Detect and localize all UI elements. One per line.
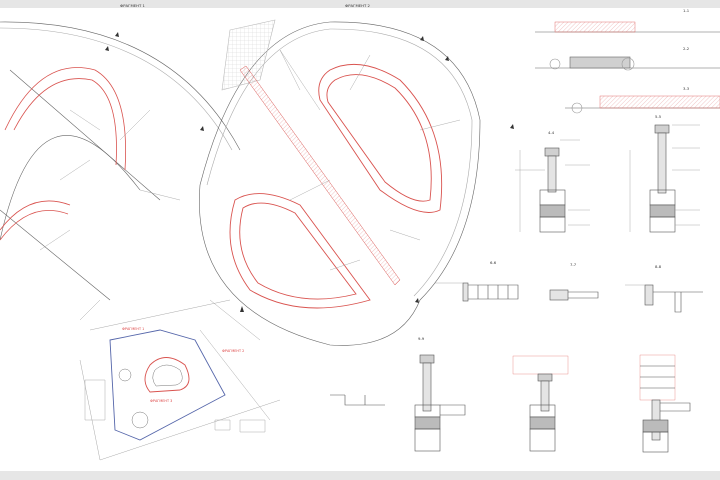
foundation-detail [515,139,590,233]
marker-icon [105,46,109,51]
section-9-9-title: 9-9 [418,336,425,341]
section-6-6-title: 6-6 [490,260,497,265]
curb-details [435,282,703,313]
fence-foundation-detail [639,354,691,453]
fence-foundation-detail [414,354,466,452]
red-loop-upper-inner [326,74,432,202]
elevations [535,21,720,114]
surrounding-streets [79,299,281,461]
marker-icon [200,126,204,131]
section-5-5-title: 5-5 [655,114,662,119]
pavement-detail [330,394,385,406]
curb-detail [435,282,519,302]
marker-icon [415,298,419,303]
section-markers [105,32,514,312]
outer-boundary-arc [0,21,241,151]
red-loop-upper-outer [318,63,443,213]
red-loop-lower-inner [239,202,357,300]
hatched-wall-1 [554,21,636,33]
marker-icon [445,56,449,61]
fragment-2-title: ФРАГМЕНТ 2 [345,3,371,8]
fragment-2-plan [199,19,481,346]
stadium-outline [144,357,190,393]
marker-icon [115,32,119,37]
section-7-7-title: 7-7 [570,262,577,267]
fragment-1-title: ФРАГМЕНТ 1 [120,3,146,8]
bottom-border-band [0,471,720,480]
red-loop-lower-outer [229,193,371,309]
top-border-band [0,0,720,8]
foundation-detail [629,124,700,233]
detail-callout [549,58,561,70]
inner-arc [0,135,141,241]
fragment-1-plan [0,21,241,301]
red-track-lower [0,200,71,241]
red-track-outer [4,67,126,171]
curb-detail [625,284,703,313]
site-boundary [109,329,226,441]
detail-callout [571,102,583,114]
fence-section [569,56,631,69]
section-3-3-title: 3-3 [683,86,690,91]
section-4-4-title: 4-4 [548,130,555,135]
north-arrow-icon [240,306,244,312]
red-track-inner [13,78,117,166]
section-1-1-title: 1-1 [683,8,690,13]
fence-foundation-details [330,354,691,453]
section-8-8-title: 8-8 [655,264,662,269]
site-label-fragment-1: ФРАГМЕНТ 1 [122,327,144,331]
stadium-inner [152,364,183,387]
round-feature [131,411,149,429]
site-plan [79,299,281,461]
grid-area [221,19,276,91]
detail-callout [621,57,635,71]
outer-boundary-arc-inner [0,27,233,151]
site-label-fragment-3: ФРАГМЕНТ 3 [150,399,172,403]
leader-lines [279,49,461,271]
round-feature [118,368,132,382]
fence-foundation-detail [512,355,569,452]
marker-icon [420,36,424,41]
curb-detail [549,289,599,301]
hatched-wall-3 [599,95,720,109]
site-label-fragment-2: ФРАГМЕНТ 2 [222,349,244,353]
leader-lines [39,109,181,251]
section-2-2-title: 2-2 [683,46,690,51]
marker-icon [510,124,514,129]
foundation-details-top [515,124,700,233]
lower-boundary [199,184,421,346]
diagonal-boundary [0,69,161,301]
diagonal-hatched-band [239,65,401,286]
buildings [84,379,266,433]
